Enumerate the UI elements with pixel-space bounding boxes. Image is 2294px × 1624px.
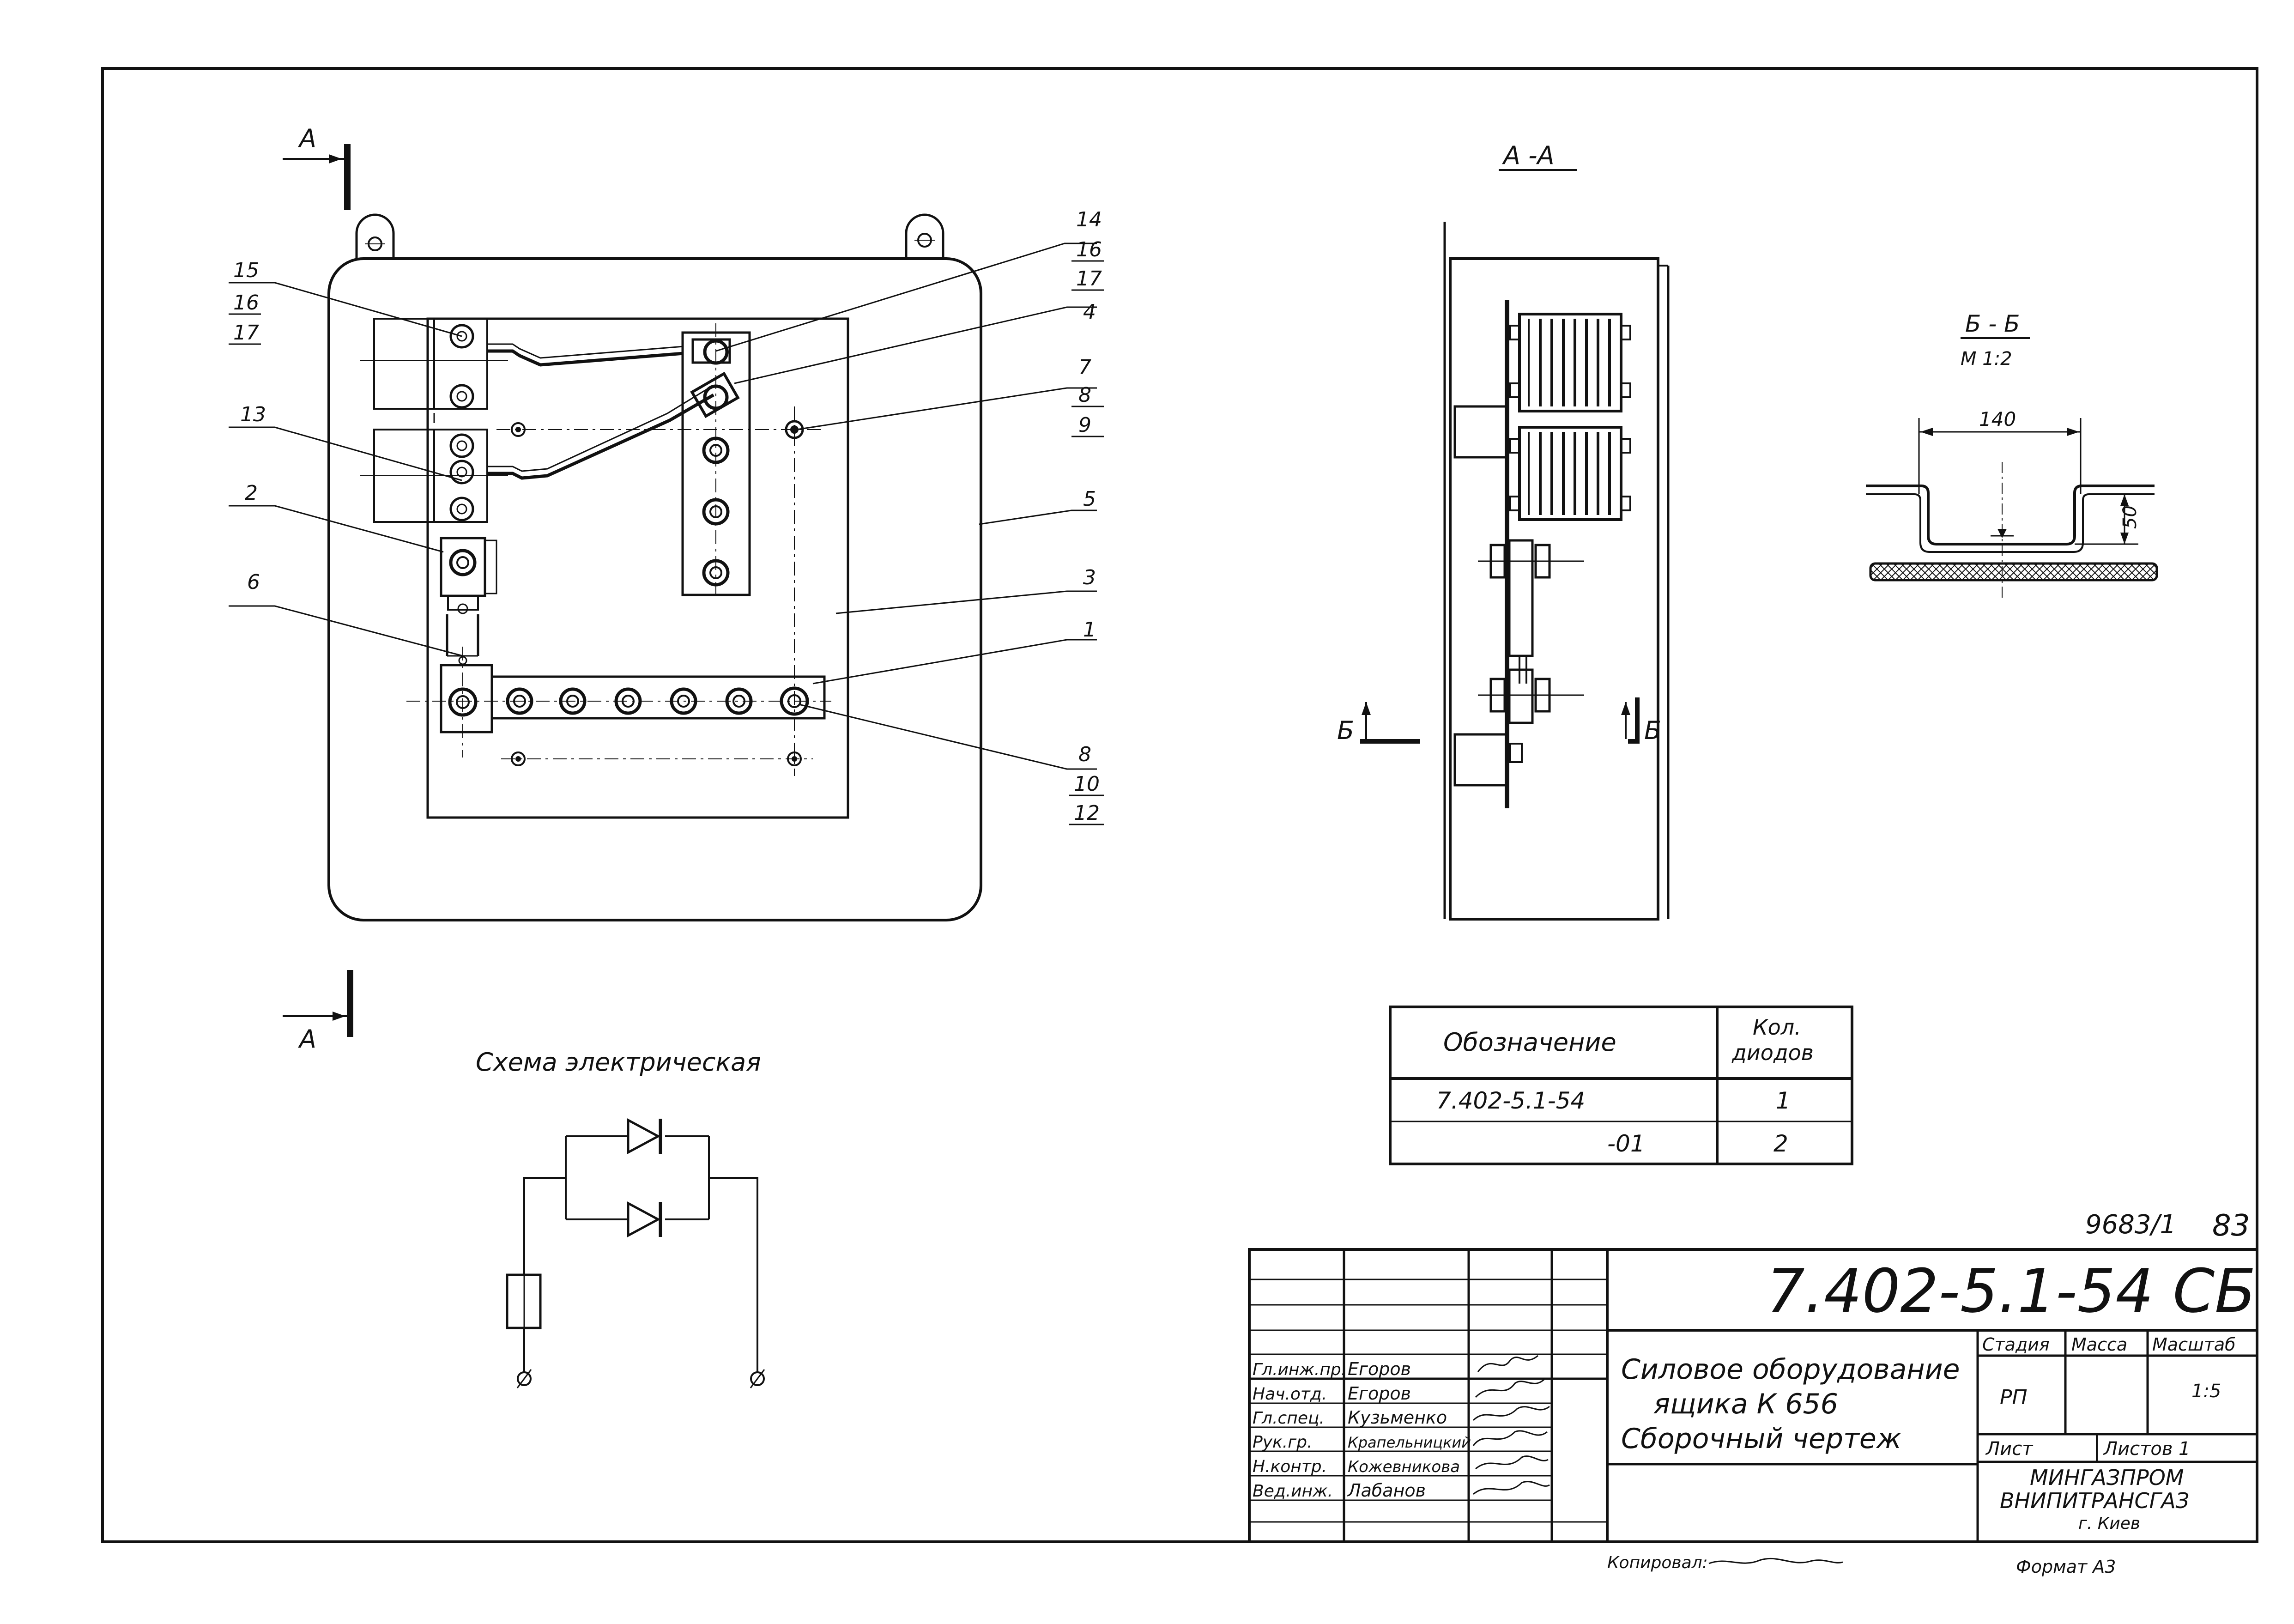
copied-by-signature — [1708, 1557, 1843, 1564]
front-view: А А — [229, 124, 1104, 1054]
title-block: 7.402-5.1-54 СБ Силовое оборудование ящи… — [1248, 1248, 2258, 1543]
horizontal-busbar — [406, 647, 831, 757]
diode-1-symbol — [627, 1118, 661, 1155]
signatures — [1472, 1355, 1550, 1495]
variants-row2-designation: -01 — [1607, 1130, 1645, 1157]
variants-row1-count: 1 — [1776, 1087, 1791, 1114]
electric-scheme: Схема электрическая — [476, 1048, 765, 1388]
stage-value: РП — [2000, 1386, 2028, 1409]
mounting-panel — [426, 317, 849, 819]
title-line-2: ящика К 656 — [1653, 1388, 1838, 1420]
signer-role: Рук.гр. — [1253, 1433, 1312, 1452]
section-a-bottom-label: А — [298, 1024, 316, 1054]
callout-17a: 17 — [233, 321, 259, 345]
callout-1: 1 — [1083, 618, 1096, 642]
signer-role: Нач.отд. — [1253, 1385, 1327, 1404]
variants-row2-count: 2 — [1773, 1130, 1788, 1157]
panel-fasteners — [496, 406, 822, 776]
org-line-1: МИНГАЗПРОМ — [2030, 1465, 2184, 1490]
lead-wires — [487, 343, 714, 480]
section-bb-title: Б - Б — [1965, 310, 2020, 337]
callout-6: 6 — [247, 570, 260, 594]
callout-10: 10 — [1074, 772, 1100, 796]
busbar-bolts — [1478, 539, 1584, 763]
callout-4: 4 — [1083, 300, 1096, 324]
mass-label: Масса — [2071, 1334, 2127, 1355]
callout-14: 14 — [1076, 208, 1102, 231]
section-bb-scale: М 1:2 — [1961, 348, 2012, 370]
callout-15: 15 — [233, 259, 259, 282]
section-b-right-label: Б — [1644, 716, 1661, 745]
mounting-eye-left — [355, 213, 395, 259]
callout-8a: 8 — [1078, 383, 1091, 407]
signer-name: Кожевникова — [1348, 1458, 1460, 1476]
diode-block-upper — [360, 318, 508, 467]
diode-2-symbol — [627, 1201, 661, 1238]
callout-8b: 8 — [1078, 743, 1091, 766]
variants-header-designation: Обозначение — [1443, 1028, 1616, 1057]
title-line-1: Силовое оборудование — [1621, 1353, 1960, 1386]
signer-name: Крапельницкий — [1348, 1434, 1471, 1451]
document-code: 7.402-5.1-54 СБ — [1767, 1256, 2256, 1326]
signers-list: Гл.инж.пр. Егоров Нач.отд. Егоров Гл.спе… — [1253, 1359, 1471, 1501]
sheet-frame — [101, 67, 2258, 1543]
section-a-top-marker: А — [283, 124, 351, 210]
inventory-number: 9683/1 — [2085, 1210, 2176, 1240]
signer-role: Гл.спец. — [1253, 1409, 1325, 1428]
schema-title: Схема электрическая — [476, 1048, 761, 1077]
stage-label: Стадия — [1982, 1334, 2050, 1355]
callout-16b: 16 — [1076, 238, 1102, 261]
signer-role: Н.контр. — [1253, 1457, 1327, 1476]
sheet-label: Лист — [1985, 1438, 2034, 1460]
vertical-busbar — [681, 323, 751, 600]
signer-role: Гл.инж.пр. — [1253, 1360, 1346, 1379]
section-aa-title: А -А — [1502, 141, 1555, 170]
variants-table: Обозначение Кол. диодов 7.402-5.1-54 1 -… — [1389, 1006, 1853, 1165]
copied-by-label: Копировал: — [1607, 1553, 1708, 1572]
signer-role: Вед.инж. — [1253, 1482, 1333, 1501]
section-aa-view: А -А — [1337, 141, 1670, 921]
sheet-page-number: 83 — [2212, 1209, 2250, 1243]
section-b-markers: Б Б — [1337, 697, 1661, 745]
signer-name: Кузьменко — [1348, 1407, 1447, 1428]
variants-row1-designation: 7.402-5.1-54 — [1436, 1087, 1585, 1114]
scale-label: Масштаб — [2152, 1334, 2236, 1355]
callout-9: 9 — [1078, 413, 1091, 437]
callout-labels: 15 16 17 13 2 6 14 16 17 4 7 8 9 5 3 1 8… — [229, 208, 1104, 825]
org-line-3: г. Киев — [2078, 1514, 2140, 1533]
signer-name: Лабанов — [1347, 1480, 1426, 1501]
section-a-bottom-marker: А — [283, 970, 353, 1054]
signer-name: Егоров — [1348, 1383, 1411, 1404]
callout-7: 7 — [1078, 356, 1091, 379]
variants-header-count-2: диодов — [1731, 1040, 1814, 1065]
title-line-3: Сборочный чертеж — [1621, 1423, 1901, 1455]
heatsink-lower — [1509, 426, 1631, 521]
callout-16a: 16 — [233, 291, 259, 315]
signer-name: Егоров — [1348, 1359, 1411, 1379]
callout-leaders — [229, 242, 1097, 770]
callout-5: 5 — [1083, 487, 1096, 511]
callout-2: 2 — [245, 481, 258, 505]
section-a-top-label: А — [298, 124, 316, 153]
callout-17b: 17 — [1076, 267, 1102, 291]
fuse-holder — [440, 537, 497, 665]
base-plate-hatched — [1869, 562, 2158, 582]
mounting-eye-right — [905, 213, 944, 259]
heatsink-upper — [1509, 313, 1631, 412]
callout-3: 3 — [1083, 566, 1096, 589]
callout-12: 12 — [1074, 801, 1100, 825]
section-b-left-label: Б — [1337, 716, 1354, 745]
org-line-2: ВНИПИТРАНСГАЗ — [2000, 1488, 2189, 1513]
callout-13: 13 — [240, 403, 266, 426]
cabinet-body — [327, 257, 982, 921]
sheets-label: Листов 1 — [2103, 1438, 2191, 1460]
scale-value: 1:5 — [2191, 1381, 2221, 1402]
section-bb-view: Б - Б М 1:2 140 50 — [1866, 310, 2158, 600]
dim-50-label: 50 — [2119, 505, 2141, 529]
format-label: Формат А3 — [2016, 1557, 2116, 1577]
dim-140-label: 140 — [1979, 408, 2016, 430]
variants-header-count-1: Кол. — [1753, 1015, 1801, 1040]
diode-block-lower — [360, 429, 508, 523]
